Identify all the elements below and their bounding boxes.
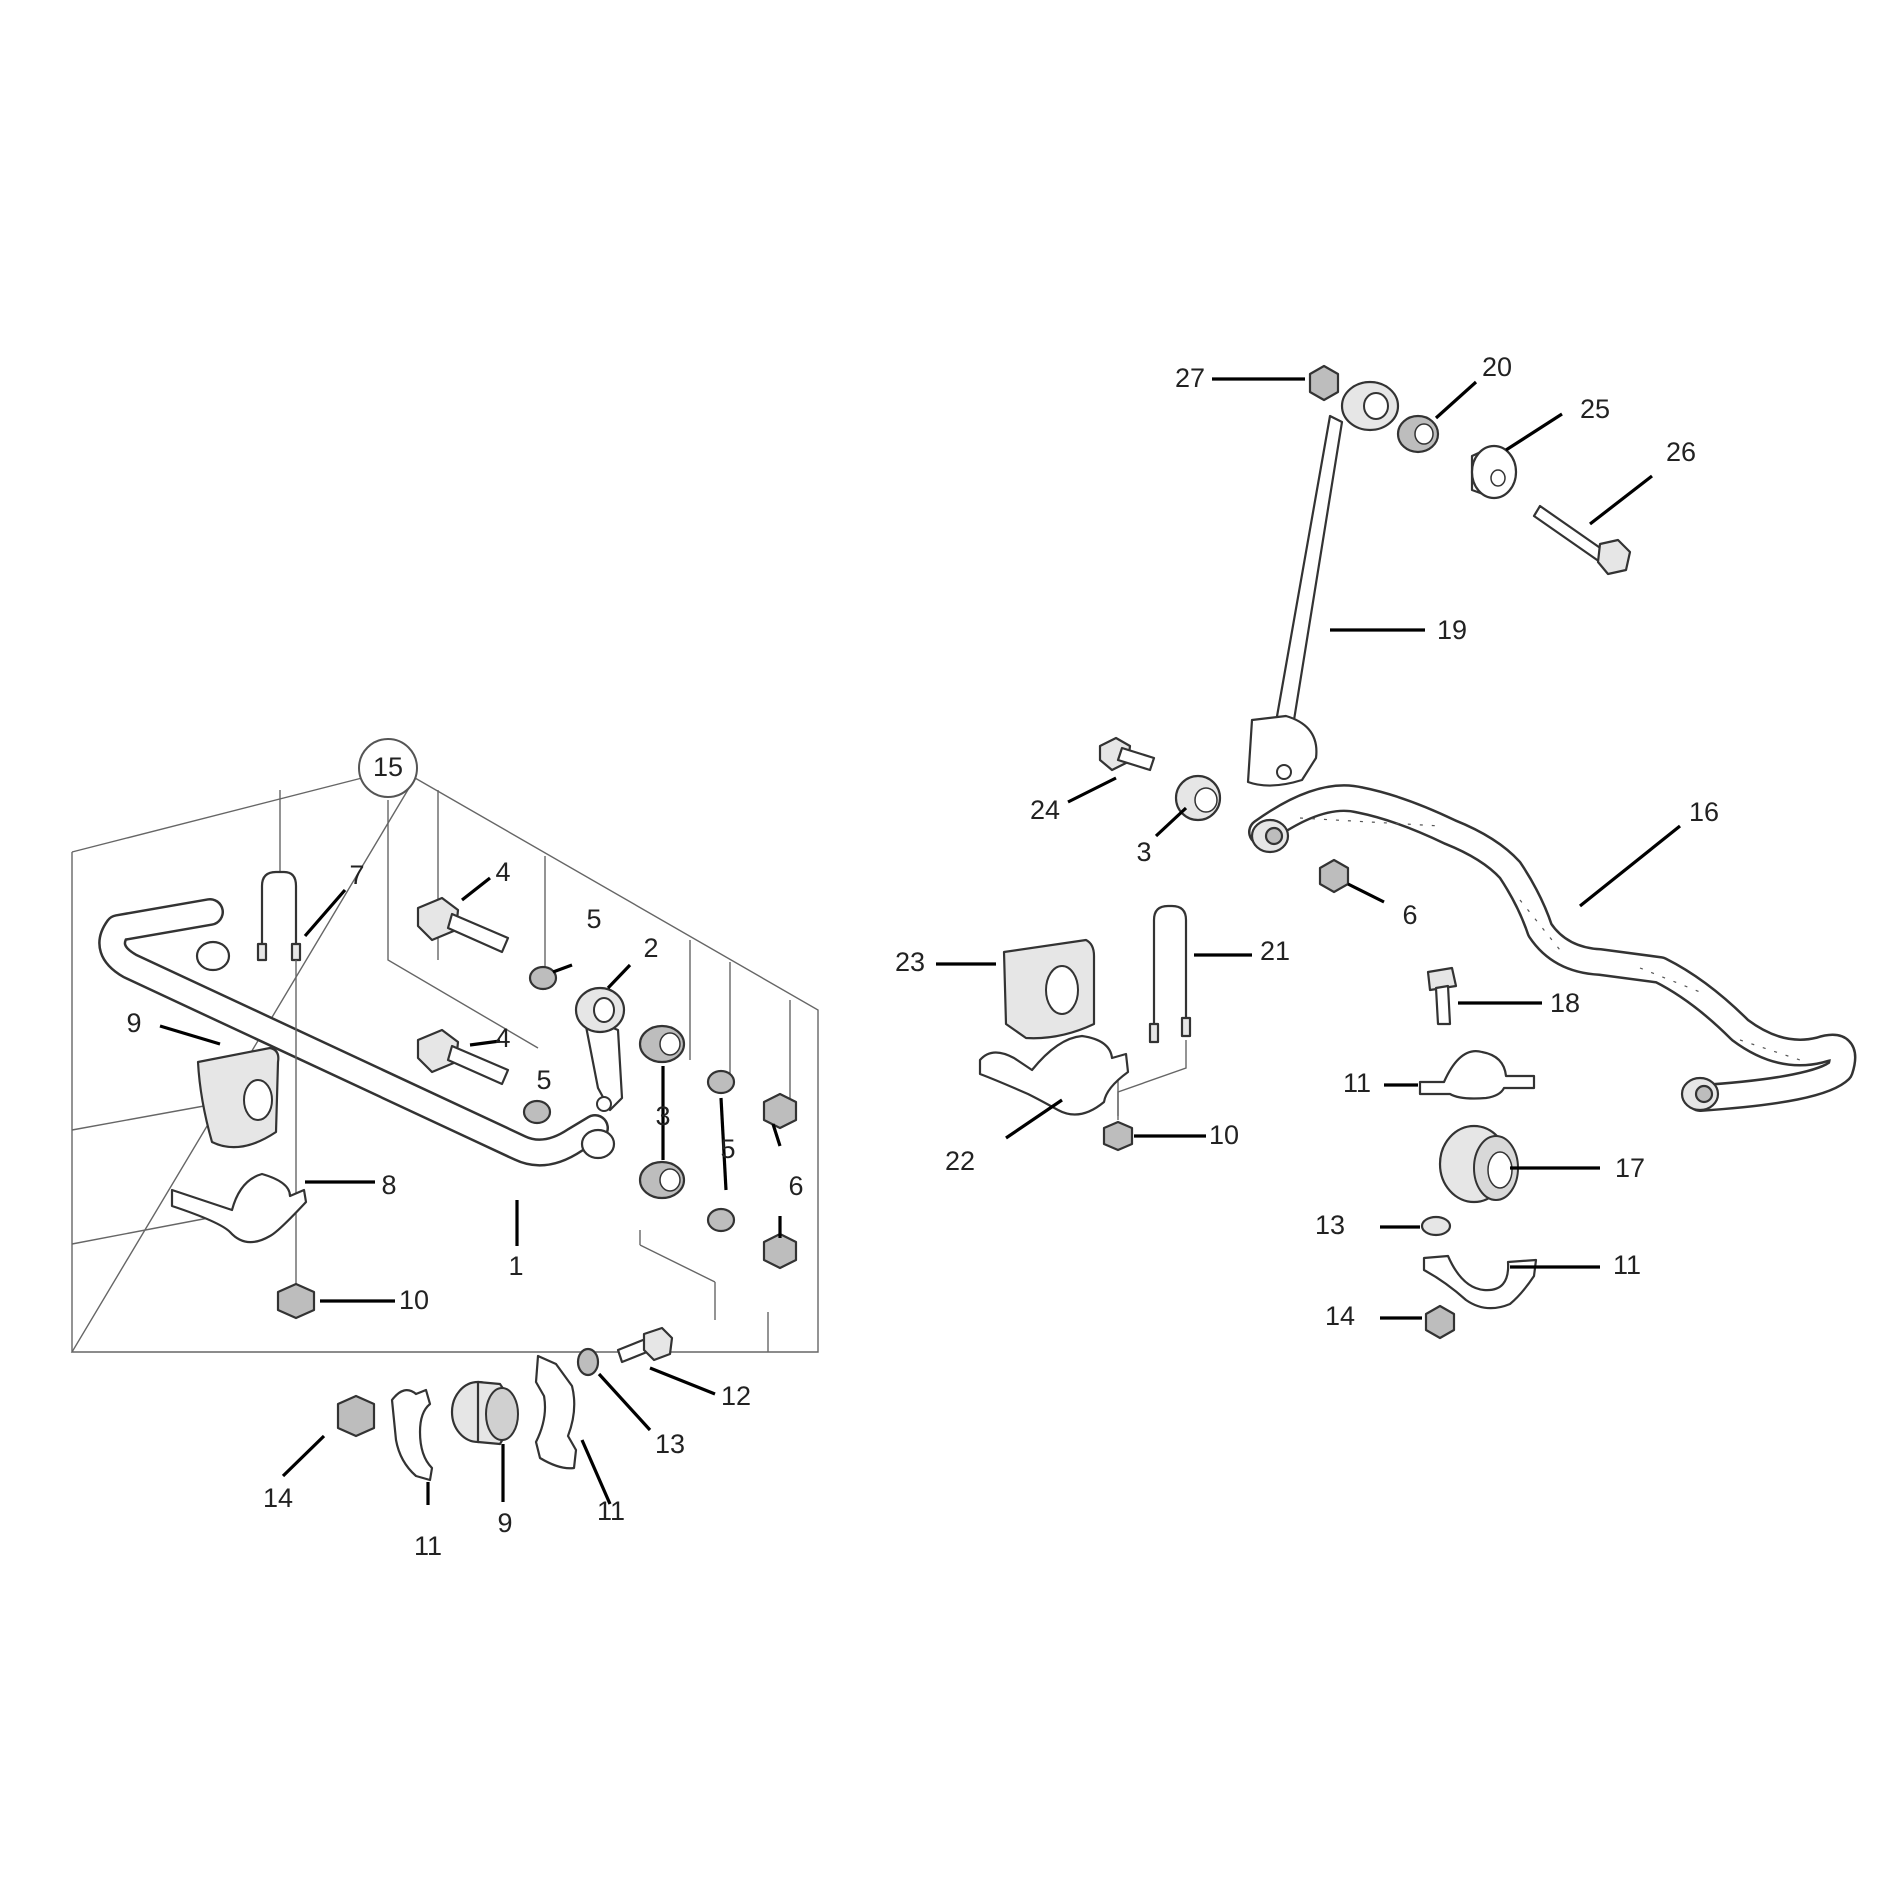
left-bolt-lower	[416, 1028, 510, 1086]
left-bushing-upper	[196, 1046, 280, 1149]
right-label-part-22: 22	[945, 1146, 975, 1176]
right-label-part-17: 17	[1615, 1153, 1645, 1183]
left-nut-6a	[762, 1092, 798, 1130]
left-washer-c	[706, 1069, 736, 1095]
left-washer-13	[576, 1347, 600, 1377]
left-bushing-9	[450, 1380, 519, 1446]
right-bushing-3	[1174, 774, 1222, 822]
right-end-link	[1246, 380, 1400, 787]
right-bushing-17	[1438, 1124, 1519, 1204]
left-label-part-5-right: 5	[720, 1134, 735, 1164]
right-label-part-21: 21	[1260, 936, 1290, 966]
right-label-part-19: 19	[1437, 615, 1467, 645]
left-label-part-6: 6	[788, 1171, 803, 1201]
right-label-part-24: 24	[1030, 795, 1060, 825]
right-label-part-27: 27	[1175, 363, 1205, 393]
right-bushing-20	[1396, 414, 1440, 454]
left-label-part-13: 13	[655, 1429, 685, 1459]
right-label-part-13: 13	[1315, 1210, 1345, 1240]
left-label-part-2: 2	[643, 933, 658, 963]
left-label-part-4-lower: 4	[495, 1023, 510, 1053]
left-label-part-12: 12	[721, 1381, 751, 1411]
right-label-part-6: 6	[1402, 900, 1417, 930]
right-label-part-20: 20	[1482, 352, 1512, 382]
right-label-part-26: 26	[1666, 437, 1696, 467]
left-label-part-14: 14	[263, 1483, 293, 1513]
left-label-part-4-upper: 4	[495, 857, 510, 887]
right-label-part-11-lower: 11	[1613, 1250, 1641, 1280]
left-bushing-pair	[638, 1024, 686, 1200]
right-nut-6	[1318, 858, 1350, 894]
left-clamp	[170, 1172, 308, 1244]
right-nut-10	[1102, 1120, 1134, 1152]
right-label-part-3: 3	[1136, 837, 1151, 867]
group-15-callout-circle	[358, 738, 418, 798]
group-15-frame	[70, 777, 819, 1353]
left-link	[574, 986, 626, 1112]
right-bolt-18	[1426, 966, 1458, 1026]
group-15-callout-label: 15	[373, 752, 403, 782]
right-label-part-10: 10	[1209, 1120, 1239, 1150]
right-leader-lines	[936, 377, 1681, 1320]
left-nut-14	[336, 1394, 376, 1438]
right-clamp-11-lower	[1422, 1254, 1538, 1310]
right-bolt-24	[1098, 736, 1156, 772]
left-clamp-11b	[534, 1354, 578, 1470]
left-clamp-11a	[390, 1388, 434, 1482]
right-clamp-11-upper	[1418, 1050, 1536, 1100]
right-label-part-14: 14	[1325, 1301, 1355, 1331]
left-label-part-9-lower: 9	[497, 1508, 512, 1538]
left-label-part-8: 8	[381, 1170, 396, 1200]
left-label-part-7: 7	[349, 860, 364, 890]
right-bushing-23	[1002, 938, 1096, 1040]
right-label-part-25: 25	[1580, 394, 1610, 424]
left-label-part-9-upper: 9	[126, 1008, 141, 1038]
right-nut-27	[1308, 364, 1340, 402]
left-u-bolt	[256, 870, 302, 1290]
right-label-part-23: 23	[895, 947, 925, 977]
right-sleeve-25	[1470, 444, 1518, 500]
left-label-part-3: 3	[655, 1101, 670, 1131]
right-label-part-11-upper: 11	[1343, 1068, 1371, 1098]
left-bolt-upper	[416, 896, 510, 954]
left-label-part-5-upper: 5	[586, 904, 601, 934]
left-washer-a	[528, 965, 558, 991]
left-label-part-11-right: 11	[597, 1496, 625, 1526]
right-u-bolt	[1117, 904, 1192, 1120]
left-label-part-11-left: 11	[414, 1531, 442, 1561]
right-label-part-18: 18	[1550, 988, 1580, 1018]
left-washer-d	[706, 1207, 736, 1233]
left-nut	[276, 1282, 316, 1320]
left-bolt-12	[616, 1326, 674, 1364]
left-label-part-5-lower: 5	[536, 1065, 551, 1095]
right-label-part-16: 16	[1689, 797, 1719, 827]
right-assembly: 3 6 10 11 11 13 14 16 17 18 19 20 21 22 …	[895, 352, 1857, 1340]
left-nut-6b	[762, 1232, 798, 1270]
left-label-part-10: 10	[399, 1285, 429, 1315]
right-bolt-26	[1532, 504, 1632, 576]
right-nut-14	[1424, 1304, 1456, 1340]
right-washer-13	[1420, 1215, 1452, 1237]
left-leader-lines	[159, 876, 782, 1505]
left-label-part-1: 1	[508, 1251, 523, 1281]
left-sway-bar	[98, 898, 616, 1167]
right-clamp-22	[978, 1034, 1130, 1116]
left-assembly: 15	[70, 738, 819, 1561]
right-sway-bar	[1248, 784, 1857, 1112]
left-washer-b	[522, 1099, 552, 1125]
